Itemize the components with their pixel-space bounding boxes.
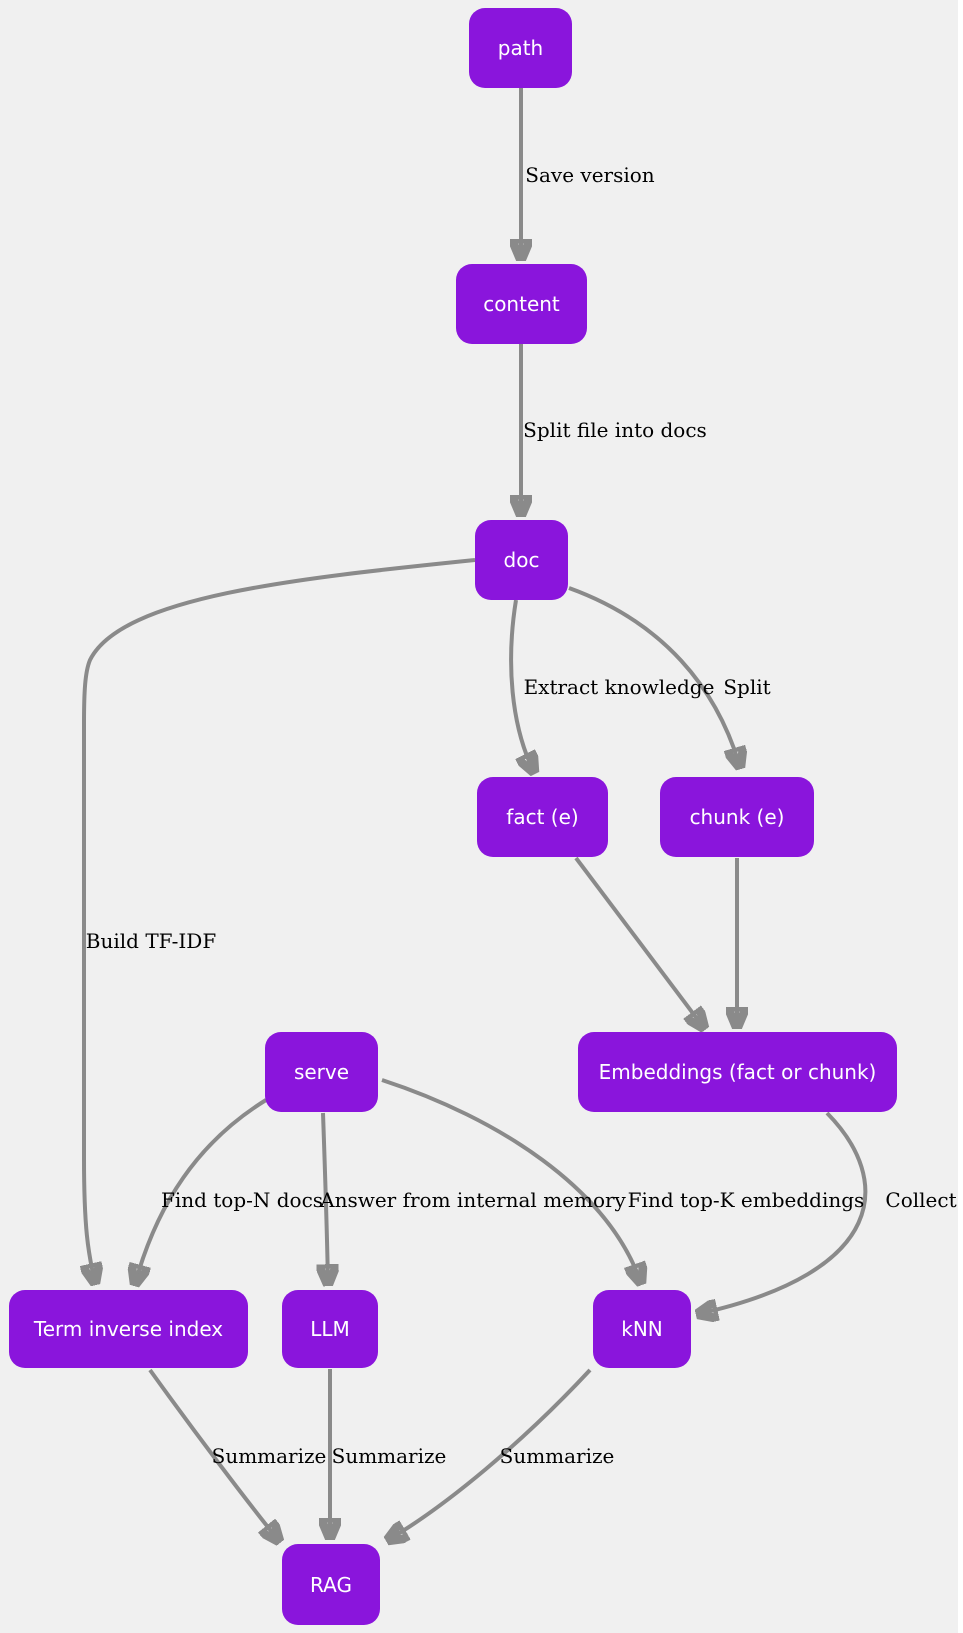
edge-label-summarize-llm: Summarize [331,1444,447,1468]
edge-embeddings-to-knn [698,1111,868,1314]
node-llm: LLM [282,1290,378,1368]
edge-label-save-version: Save version [525,163,655,187]
node-doc: doc [475,520,568,600]
edge-label-summarize-tii: Summarize [211,1444,327,1468]
node-term-inverse-index: Term inverse index [9,1290,248,1368]
edge-label-extract-knowledge: Extract knowledge [523,675,715,699]
edge-label-summarize-knn: Summarize [499,1444,615,1468]
edge-label-collect: Collect [885,1188,957,1212]
edge-label-split: Split [723,675,771,699]
edge-label-split-file-into-docs: Split file into docs [523,418,707,442]
edge-serve-to-term-inverse-index [135,1098,268,1284]
edge-label-find-top-k-embeddings: Find top-K embeddings [627,1188,865,1212]
node-fact: fact (e) [477,777,608,857]
node-chunk: chunk (e) [660,777,814,857]
edge-label-build-tf-idf: Build TF-IDF [85,929,217,953]
node-embeddings: Embeddings (fact or chunk) [578,1032,897,1112]
edge-serve-to-knn [381,1078,641,1283]
node-serve: serve [265,1032,378,1112]
edge-doc-to-term-inverse-index [84,558,476,1283]
node-rag: RAG [282,1544,380,1625]
edge-doc-to-fact [509,599,534,772]
node-content: content [456,264,587,344]
edge-serve-to-llm [323,1112,328,1284]
edge-doc-to-chunk [568,586,740,767]
edge-label-answer-from-internal-memory: Answer from internal memory [320,1188,626,1212]
edge-label-find-top-n-docs: Find top-N docs [160,1188,324,1212]
right-gutter [958,0,963,1633]
edge-term-inverse-index-to-rag [148,1368,279,1541]
node-knn: kNN [593,1290,691,1368]
node-path: path [469,8,572,88]
edge-knn-to-rag [388,1368,592,1540]
edge-fact-to-embeddings [574,856,704,1028]
